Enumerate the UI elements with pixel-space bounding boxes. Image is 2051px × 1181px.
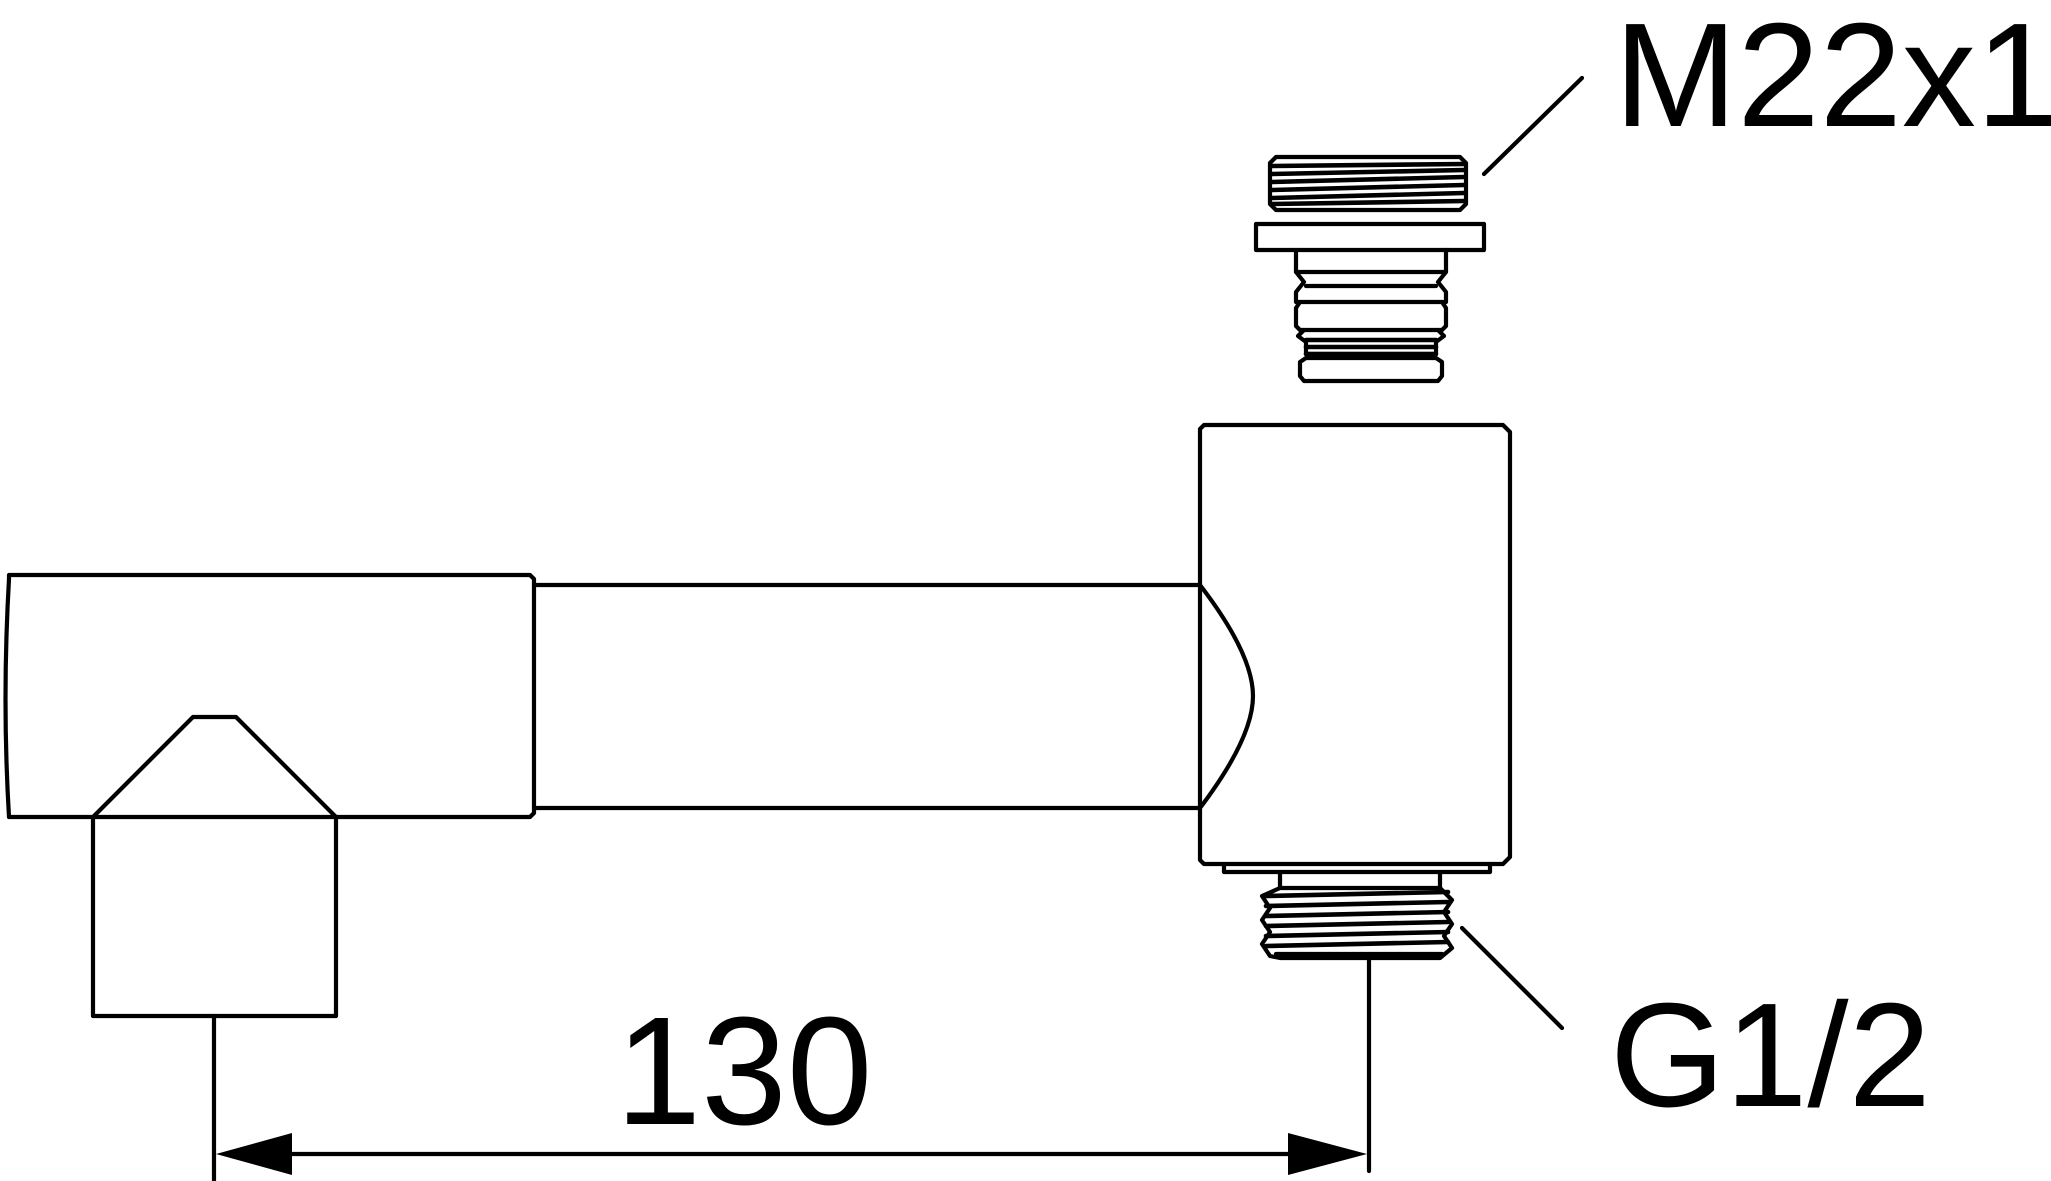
top-flange [1253, 221, 1487, 253]
top-thread-label: M22x1 [1614, 0, 2051, 158]
top-thread-line [1269, 161, 1467, 169]
dimension-arrow-left [216, 1133, 292, 1175]
bottom-fitting [1259, 869, 1455, 961]
right-block-bottom-lip [1221, 861, 1493, 875]
bottom-thread-neck [1277, 869, 1443, 891]
bottom-thread-label: G1/2 [1610, 973, 1931, 1138]
right-block-outline [1197, 422, 1513, 867]
top-thread-line [1269, 198, 1467, 207]
left-body-outline [3, 572, 537, 820]
bottom-thread-line [1263, 939, 1451, 949]
dimension-value: 130 [616, 985, 873, 1157]
top-thread-body [1267, 154, 1469, 213]
top-fitting [1253, 154, 1487, 384]
left-mount-block [90, 814, 339, 1019]
bottom-thread-leader-line [1459, 925, 1565, 1031]
top-thread-line [1269, 174, 1467, 185]
top-thread-line [1269, 167, 1467, 177]
top-neck [1293, 247, 1449, 275]
bottom-thread-line [1263, 889, 1451, 899]
horizontal-arm [531, 582, 1256, 811]
left-body-bevel [90, 714, 339, 820]
top-oring-seat [1293, 299, 1449, 333]
bottom-thread-line [1263, 909, 1451, 919]
bottom-thread-line [1263, 929, 1451, 939]
top-neck-groove [1293, 269, 1449, 305]
dimension: 130 [211, 955, 1372, 1181]
bottom-thread-line [1263, 919, 1451, 929]
dimension-arrow-right [1288, 1133, 1367, 1175]
left-body [3, 572, 537, 1019]
top-thread-line [1269, 182, 1467, 193]
top-end-cap [1297, 355, 1445, 384]
top-thread-leader-line [1481, 75, 1585, 177]
arm-joint-curve [1197, 582, 1256, 811]
top-thread-line [1269, 190, 1467, 201]
right-block [1197, 422, 1513, 875]
bottom-thread-line [1263, 899, 1451, 909]
bottom-thread-body [1259, 885, 1455, 961]
